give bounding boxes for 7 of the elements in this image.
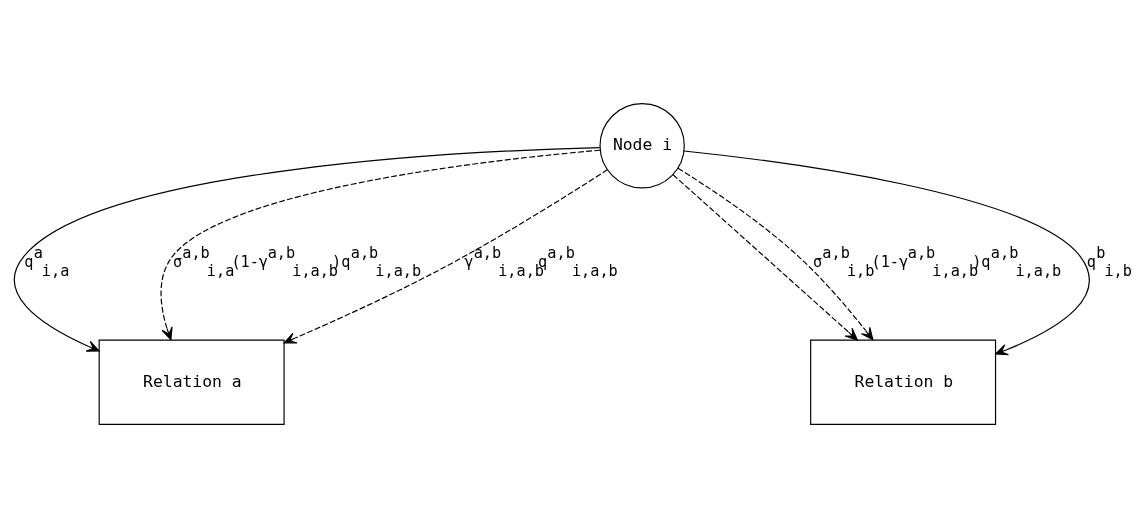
node-circle: Node i: [599, 102, 685, 189]
node-box: Relation b: [810, 338, 997, 425]
arrow: [13, 146, 601, 352]
arrow: [683, 149, 1090, 355]
arrow: [283, 168, 608, 344]
arrow: [160, 149, 601, 340]
node-box: Relation a: [98, 338, 285, 425]
